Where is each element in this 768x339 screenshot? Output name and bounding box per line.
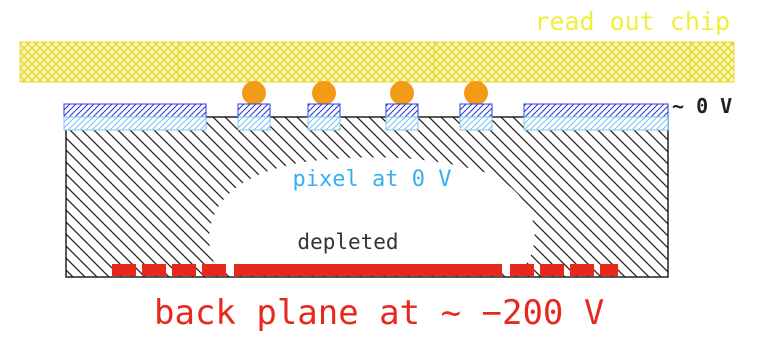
pixel-implant	[385, 103, 419, 118]
bump-bond	[390, 81, 414, 105]
readout-chip-label: read out chip	[534, 7, 730, 36]
guard-ring-right	[523, 103, 669, 118]
guard-ring-left-lower	[63, 116, 207, 131]
voltage-label: ~ 0 V	[672, 94, 732, 118]
pixel-implant-lower	[237, 116, 271, 131]
pixel-implant-lower	[307, 116, 341, 131]
backplane-segment	[510, 264, 534, 276]
backplane-main	[234, 264, 502, 276]
pixel-implant-lower	[385, 116, 419, 131]
pixel-implant	[237, 103, 271, 118]
pixel-label: pixel at 0 V	[293, 167, 452, 192]
backplane-segment	[112, 264, 136, 276]
backplane-segment	[142, 264, 166, 276]
depletion-region	[209, 157, 535, 272]
readout-chip	[19, 41, 735, 83]
backplane-segment	[202, 264, 226, 276]
guard-ring-left	[63, 103, 207, 118]
backplane-segment	[600, 264, 618, 276]
pixel-implant	[307, 103, 341, 118]
pixel-implant-lower	[459, 116, 493, 131]
backplane-label: back plane at ~ −200 V	[154, 293, 604, 333]
bump-bond	[312, 81, 336, 105]
backplane-segment	[540, 264, 564, 276]
pixel-implant	[459, 103, 493, 118]
backplane-segment	[172, 264, 196, 276]
backplane-segment	[570, 264, 594, 276]
guard-ring-right-lower	[523, 116, 669, 131]
depleted-label: depleted	[297, 230, 398, 254]
bump-bond	[242, 81, 266, 105]
bump-bond	[464, 81, 488, 105]
